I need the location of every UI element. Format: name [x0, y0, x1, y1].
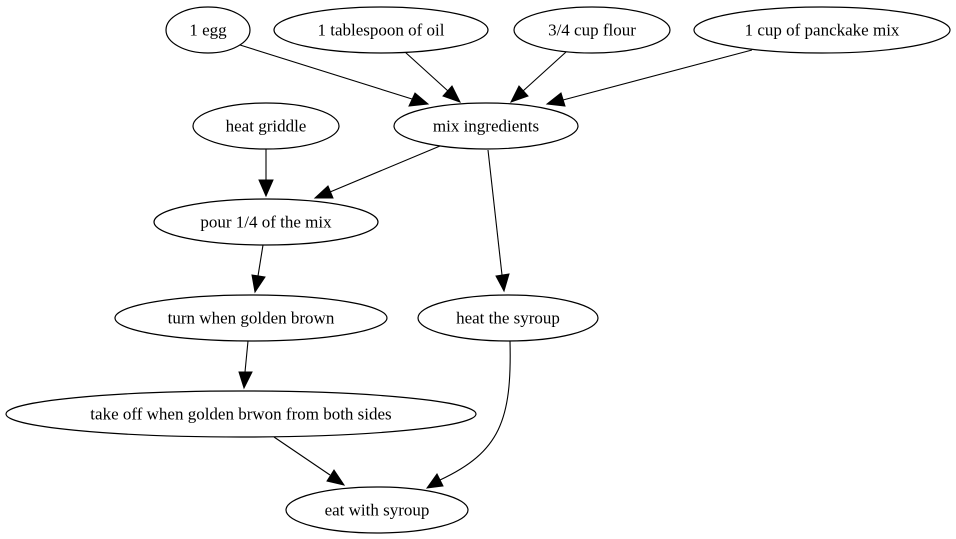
edge-griddle-to-pour — [258, 149, 274, 198]
edge-oil-to-mix — [404, 51, 462, 103]
edge-syrup-to-eat — [425, 340, 511, 489]
node-label-take-off: take off when golden brwon from both sid… — [90, 405, 391, 424]
nodes: 1 egg 1 tablespoon of oil 3/4 cup flour … — [5, 6, 951, 534]
edges — [238, 44, 753, 489]
node-label-egg: 1 egg — [189, 21, 227, 40]
edge-flour-to-mix — [509, 51, 567, 103]
edge-egg-to-mix — [239, 44, 430, 107]
node-label-flour: 3/4 cup flour — [548, 21, 636, 40]
edge-turn-to-takeoff — [238, 340, 253, 390]
node-mix-ingredients: mix ingredients — [393, 102, 579, 150]
node-label-mix-ingredients: mix ingredients — [433, 117, 539, 136]
node-label-eat: eat with syroup — [325, 501, 430, 520]
node-flour: 3/4 cup flour — [513, 6, 671, 54]
edge-mix-to-pour — [313, 145, 441, 199]
node-label-pancake-mix: 1 cup of panckake mix — [745, 21, 900, 40]
node-heat-syrup: heat the syroup — [417, 294, 599, 342]
node-egg: 1 egg — [165, 6, 251, 54]
edge-pancake-mix-to-mix — [545, 49, 753, 107]
edge-pour-to-turn — [251, 244, 266, 294]
node-label-oil: 1 tablespoon of oil — [317, 21, 444, 40]
node-pancake-mix: 1 cup of panckake mix — [693, 6, 951, 54]
node-take-off: take off when golden brwon from both sid… — [5, 390, 477, 438]
node-label-heat-syrup: heat the syroup — [456, 309, 560, 328]
node-heat-griddle: heat griddle — [192, 102, 340, 150]
node-turn: turn when golden brown — [114, 294, 388, 342]
edge-mix-to-syrup — [487, 149, 510, 293]
node-eat: eat with syroup — [285, 486, 469, 534]
node-label-turn: turn when golden brown — [168, 309, 335, 328]
node-label-heat-griddle: heat griddle — [226, 117, 307, 136]
node-label-pour: pour 1/4 of the mix — [200, 213, 332, 232]
node-oil: 1 tablespoon of oil — [273, 6, 489, 54]
edge-takeoff-to-eat — [273, 436, 346, 486]
node-pour: pour 1/4 of the mix — [153, 198, 379, 246]
